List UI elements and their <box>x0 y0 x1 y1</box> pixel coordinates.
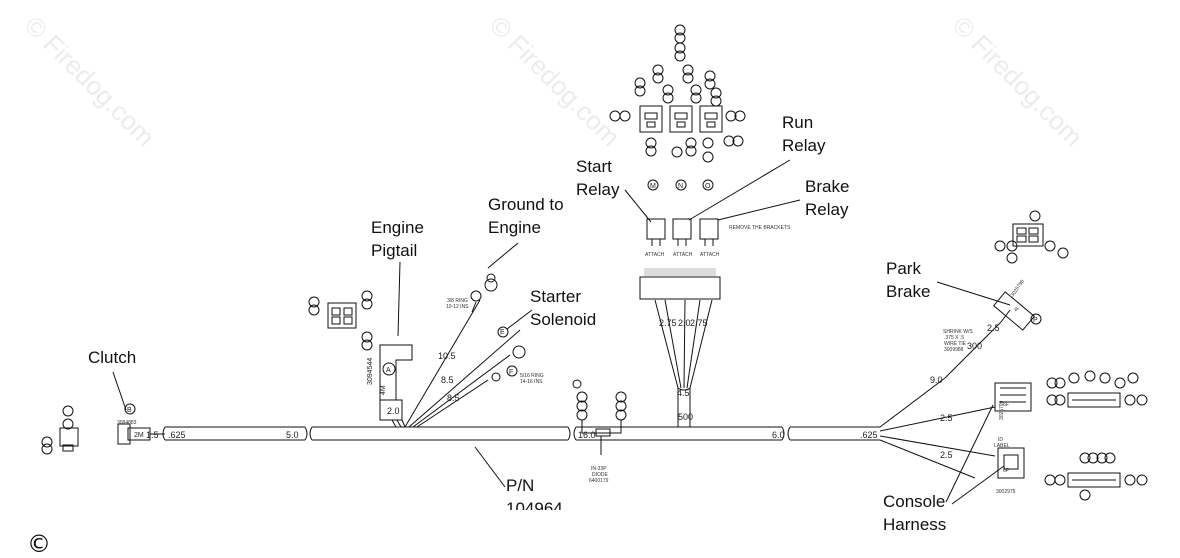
label-shrink-1: SHRINK W/S <box>943 329 973 335</box>
circle-e-label: E <box>500 329 505 336</box>
dim-8: 16.0 <box>578 430 596 440</box>
callout-park-brake-line1: Park <box>886 259 921 278</box>
label-2m: 2M <box>134 432 144 439</box>
callout-start-relay: Start Relay <box>576 155 619 201</box>
callout-engine-pigtail-line1: Engine <box>371 218 424 237</box>
leader-lines <box>112 159 1011 505</box>
callout-clutch: Clutch <box>88 346 136 369</box>
callout-engine-pigtail: Engine Pigtail <box>371 216 424 262</box>
callout-run-relay-line2: Relay <box>782 136 826 155</box>
label-diode-2: DIODE <box>592 472 609 478</box>
callout-brake-relay-line2: Relay <box>805 200 849 219</box>
dim-5: 10.5 <box>438 351 456 361</box>
callout-ground-line1: Ground to <box>488 195 564 214</box>
callout-park-brake: Park Brake <box>886 257 930 303</box>
dim-15: 2.75 <box>690 318 708 328</box>
dim-3: 5.0 <box>286 430 299 440</box>
circle-a-label: A <box>386 367 391 374</box>
copyright-symbol: © <box>27 530 51 558</box>
label-shrink-4: 3009988 <box>944 347 964 353</box>
label-ring1-1: 3/8 RING <box>447 298 468 304</box>
callout-part-number: P/N 104964 <box>506 474 563 510</box>
label-ring2-1: 5/16 RING <box>520 373 544 379</box>
dim-2: .625 <box>168 430 186 440</box>
circle-f-label: F <box>509 369 513 376</box>
callout-console-line2: Harness <box>883 515 947 534</box>
circle-p-label: P <box>1033 317 1038 324</box>
label-part-a: 3094544 <box>367 358 374 385</box>
dim-12: 500 <box>678 412 693 422</box>
dimension-labels: 1.5 .625 5.0 2.0 10.5 8.5 8.5 16.0 6.0 .… <box>117 183 1038 495</box>
callout-starter-line2: Solenoid <box>530 310 597 329</box>
circle-b-label: B <box>127 407 132 414</box>
dim-20: 300 <box>967 341 982 351</box>
callout-starter-solenoid: Starter Solenoid <box>530 285 596 331</box>
dim-10: .625 <box>860 430 878 440</box>
dim-1: 1.5 <box>146 430 159 440</box>
label-6p: 6P <box>1003 468 1010 474</box>
circle-m-label: M <box>650 183 656 190</box>
label-part-c: 3025798 <box>1010 279 1026 299</box>
dim-9: 6.0 <box>772 430 785 440</box>
callout-engine-pigtail-line2: Pigtail <box>371 241 418 260</box>
label-part-b: 3025799 <box>999 400 1005 420</box>
label-remove-brackets: REMOVE THE BRACKETS <box>729 225 791 231</box>
label-part-clutch: 3084883 <box>117 420 137 426</box>
dim-16: 9.0 <box>930 375 943 385</box>
center-connectors <box>572 379 627 455</box>
circle-o-label: O <box>705 183 711 190</box>
dim-4: 2.0 <box>387 406 400 416</box>
label-shrink-2: .375 X .5 <box>944 335 964 341</box>
label-id-1: ID <box>998 437 1003 443</box>
dim-13: 2.75 <box>659 318 677 328</box>
callout-run-relay-line1: Run <box>782 113 814 132</box>
dim-6: 8.5 <box>441 375 454 385</box>
circle-n-label: N <box>678 183 683 190</box>
callout-ground-to-engine: Ground to Engine <box>488 193 564 239</box>
label-diode-3: 6400179 <box>589 478 609 484</box>
callout-brake-relay-line1: Brake <box>805 177 850 196</box>
label-id-2: LABEL <box>994 443 1010 449</box>
label-attach-1: ATTACH <box>645 252 665 258</box>
label-diode-1: IN-33P <box>591 466 607 472</box>
engine-pigtail-connector <box>308 290 413 428</box>
dim-18: 2.5 <box>940 450 953 460</box>
label-attach-3: ATTACH <box>700 252 720 258</box>
callout-start-relay-line1: Start <box>576 157 612 176</box>
console-connectors <box>994 370 1148 501</box>
ground-starter-wires <box>404 273 526 428</box>
callout-console-line1: Console <box>883 492 946 511</box>
relay-bundle <box>639 179 721 427</box>
callout-start-relay-line2: Relay <box>576 180 620 199</box>
dim-19: 2.5 <box>987 323 1000 333</box>
label-part-d: 3002975 <box>996 489 1016 495</box>
callout-clutch-line1: Clutch <box>88 348 137 367</box>
callout-run-relay: Run Relay <box>782 111 825 157</box>
callout-pn-line2: 104964 <box>506 499 563 510</box>
callout-park-brake-line2: Brake <box>886 282 931 301</box>
dim-17: 2.5 <box>940 413 953 423</box>
label-shrink-3: WIRE TIE <box>944 341 967 347</box>
label-ring2-2: 14-16 INS <box>520 379 543 385</box>
clutch-connector <box>41 403 165 455</box>
label-6f: 6F <box>1003 402 1009 408</box>
callout-ground-line2: Engine <box>488 218 541 237</box>
callout-brake-relay: Brake Relay <box>805 175 849 221</box>
relay-pinout-cluster <box>609 24 746 163</box>
dim-14: 2.0 <box>678 318 691 328</box>
callout-starter-line1: Starter <box>530 287 582 306</box>
park-brake-connector <box>992 210 1069 331</box>
dim-11: 4.5 <box>677 388 690 398</box>
callout-console-harness: Console Harness <box>883 490 946 536</box>
label-4m: 4M <box>380 385 387 395</box>
callout-pn-line1: P/N <box>506 476 535 495</box>
label-ring1-2: 10-12 INS <box>446 304 469 310</box>
main-harness-trunk <box>162 321 1002 479</box>
dim-7: 8.5 <box>447 393 460 403</box>
label-4l: 4L <box>1013 305 1021 313</box>
label-attach-2: ATTACH <box>673 252 693 258</box>
